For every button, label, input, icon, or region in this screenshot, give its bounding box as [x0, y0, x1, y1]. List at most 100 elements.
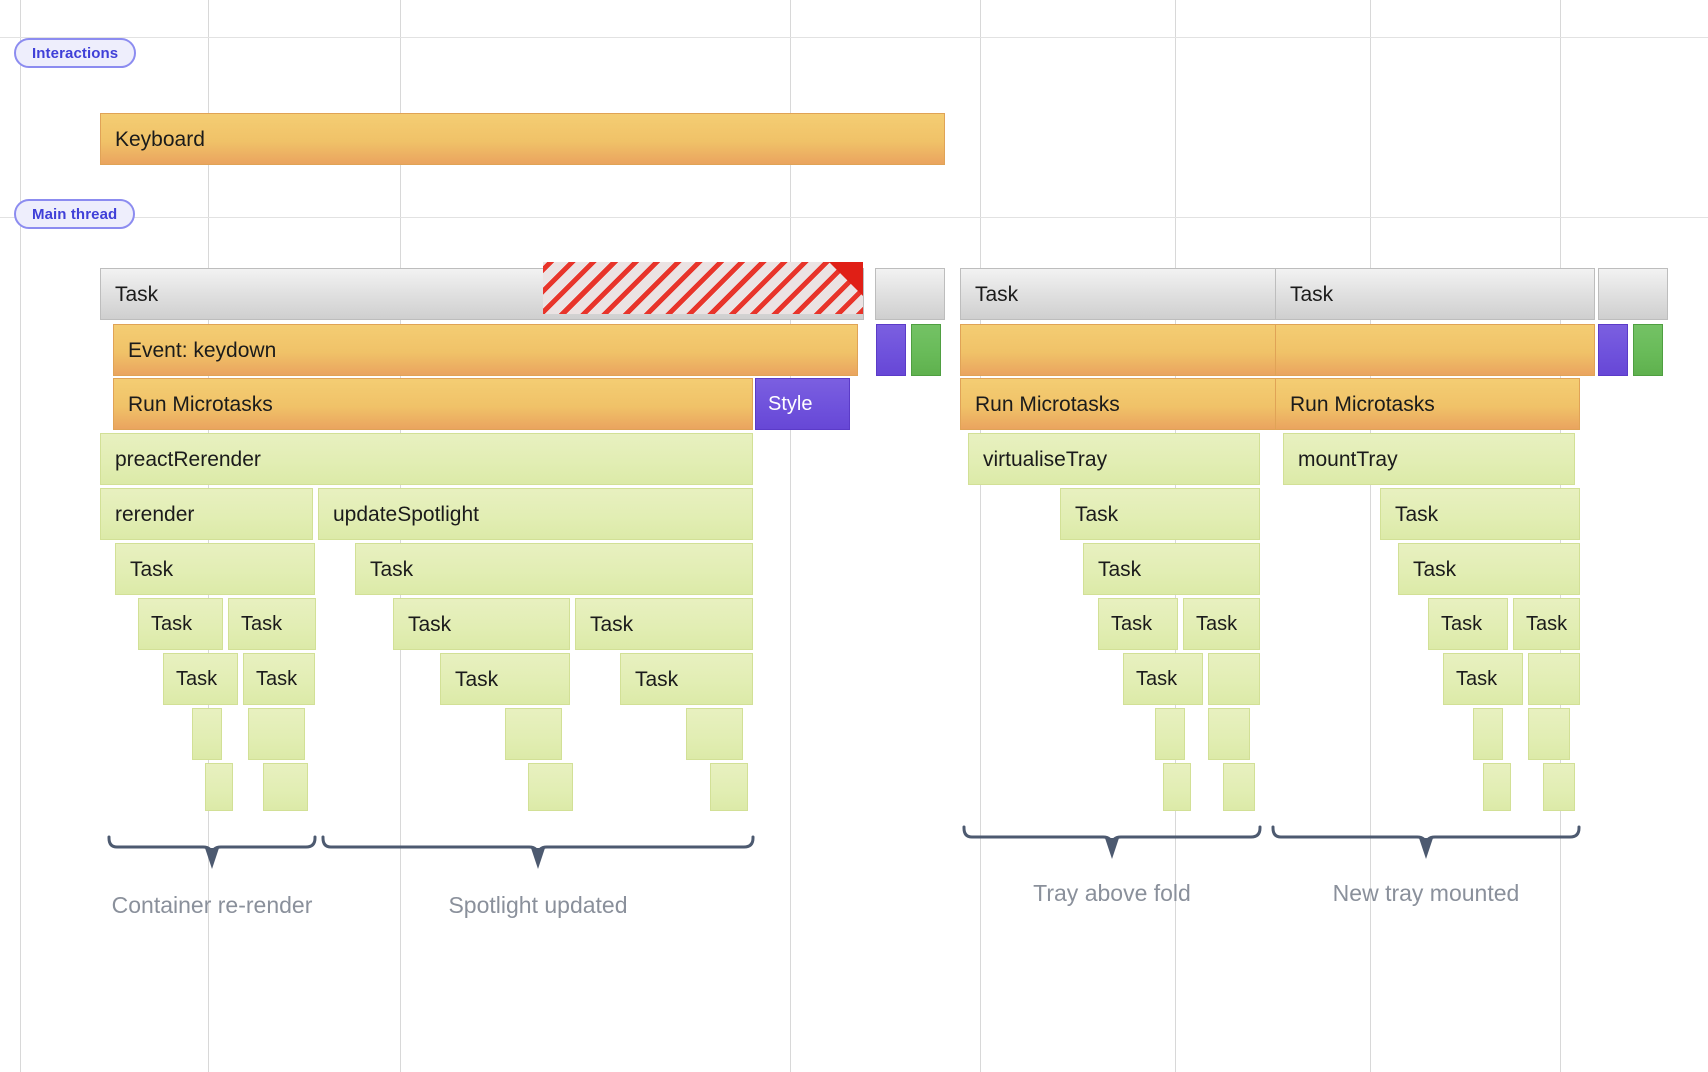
flame-bar-label: Task: [256, 668, 298, 690]
flame-bar-label: preactRerender: [115, 447, 261, 471]
js-frame-bar[interactable]: Task: [163, 653, 238, 705]
event-bar[interactable]: Run Microtasks: [1275, 378, 1580, 430]
gridline-4: [980, 0, 981, 1072]
annotation-caption-new-tray-mounted: New tray mounted: [1332, 880, 1520, 906]
paint-bar[interactable]: [1633, 324, 1663, 376]
js-frame-bar[interactable]: Task: [575, 598, 753, 650]
flame-bar-label: Run Microtasks: [975, 392, 1120, 416]
js-frame-bar[interactable]: Task: [620, 653, 753, 705]
event-bar[interactable]: Run Microtasks: [113, 378, 753, 430]
js-frame-bar[interactable]: preactRerender: [100, 433, 753, 485]
track-label-interactions[interactable]: Interactions: [14, 38, 137, 68]
js-frame-bar[interactable]: Task: [243, 653, 315, 705]
js-frame-bar[interactable]: Task: [138, 598, 223, 650]
js-frame-bar[interactable]: [710, 763, 748, 811]
js-frame-bar[interactable]: [1163, 763, 1191, 811]
annotation-caption-tray-above-fold: Tray above fold: [1033, 880, 1191, 906]
js-frame-bar[interactable]: Task: [1398, 543, 1580, 595]
js-frame-bar[interactable]: Task: [355, 543, 753, 595]
js-frame-bar[interactable]: [248, 708, 305, 760]
flame-bar-label: Task: [370, 557, 414, 581]
flame-bar-label: Run Microtasks: [1290, 392, 1435, 416]
flame-bar-label: Task: [1075, 502, 1119, 526]
flame-bar-label: Task: [130, 557, 174, 581]
js-frame-bar[interactable]: Task: [1060, 488, 1260, 540]
flame-bar-label: Task: [1111, 613, 1153, 635]
long-task-hatch[interactable]: [543, 262, 863, 314]
flame-bar-label: Task: [1413, 557, 1457, 581]
js-frame-bar[interactable]: mountTray: [1283, 433, 1575, 485]
js-frame-bar[interactable]: [263, 763, 308, 811]
js-frame-bar[interactable]: updateSpotlight: [318, 488, 753, 540]
flame-bar-label: Task: [455, 667, 499, 691]
js-frame-bar[interactable]: [1208, 653, 1260, 705]
event-bar[interactable]: Event: keydown: [113, 324, 858, 376]
flame-bar-label: updateSpotlight: [333, 502, 479, 526]
flame-bar-label: Task: [975, 282, 1019, 306]
js-frame-bar[interactable]: Task: [115, 543, 315, 595]
track-divider-0: [0, 37, 1708, 38]
js-frame-bar[interactable]: Task: [440, 653, 570, 705]
task-bar[interactable]: [875, 268, 945, 320]
js-frame-bar[interactable]: [1208, 708, 1250, 760]
js-frame-bar[interactable]: [528, 763, 573, 811]
flame-bar-label: Task: [1098, 557, 1142, 581]
track-label-text: Main thread: [32, 205, 118, 223]
flame-bar-label: Task: [590, 612, 634, 636]
js-frame-bar[interactable]: [686, 708, 743, 760]
js-frame-bar[interactable]: Task: [1428, 598, 1508, 650]
js-frame-bar[interactable]: Task: [228, 598, 316, 650]
track-label-main-thread[interactable]: Main thread: [14, 199, 136, 229]
gridline-3: [790, 0, 791, 1072]
flame-bar-label: Task: [1456, 668, 1498, 690]
flame-bar-label: Style: [768, 393, 813, 415]
task-bar[interactable]: Task: [960, 268, 1280, 320]
flame-bar-label: virtualiseTray: [983, 447, 1108, 471]
flame-bar-label: Task: [408, 612, 452, 636]
js-frame-bar[interactable]: Task: [1083, 543, 1260, 595]
js-frame-bar[interactable]: virtualiseTray: [968, 433, 1260, 485]
flame-bar-label: Task: [151, 613, 193, 635]
annotation-caption-spotlight-updated: Spotlight updated: [448, 892, 628, 918]
js-frame-bar[interactable]: [1483, 763, 1511, 811]
js-frame-bar[interactable]: Task: [1443, 653, 1523, 705]
js-frame-bar[interactable]: [1528, 653, 1580, 705]
flame-bar-label: Task: [1395, 502, 1439, 526]
annotation-brace-new-tray-mounted: [1271, 825, 1581, 859]
js-frame-bar[interactable]: [1543, 763, 1575, 811]
js-frame-bar[interactable]: [192, 708, 222, 760]
style-recalc-bar[interactable]: Style: [755, 378, 850, 430]
flame-bar-label: Task: [635, 667, 679, 691]
annotation-caption-container-re-render: Container re-render: [111, 892, 313, 918]
js-frame-bar[interactable]: [1155, 708, 1185, 760]
gridline-6: [1370, 0, 1371, 1072]
js-frame-bar[interactable]: [1473, 708, 1503, 760]
flame-bar-label: mountTray: [1298, 447, 1398, 471]
event-bar[interactable]: [1275, 324, 1595, 376]
task-bar[interactable]: Task: [1275, 268, 1595, 320]
annotation-brace-spotlight-updated: [321, 835, 755, 869]
paint-bar[interactable]: [911, 324, 941, 376]
js-frame-bar[interactable]: [1223, 763, 1255, 811]
js-frame-bar[interactable]: [1528, 708, 1570, 760]
js-frame-bar[interactable]: Task: [1513, 598, 1580, 650]
style-recalc-bar[interactable]: [1598, 324, 1628, 376]
task-bar[interactable]: [1598, 268, 1668, 320]
js-frame-bar[interactable]: [205, 763, 233, 811]
long-task-warning-triangle-icon: [829, 262, 863, 296]
flame-bar-label: Task: [1136, 668, 1178, 690]
js-frame-bar[interactable]: Task: [1123, 653, 1203, 705]
style-recalc-bar[interactable]: [876, 324, 906, 376]
js-frame-bar[interactable]: Task: [393, 598, 570, 650]
flame-bar-label: Task: [115, 282, 159, 306]
interaction-keyboard-bar[interactable]: Keyboard: [100, 113, 945, 165]
flame-bar-label: Task: [1526, 613, 1568, 635]
event-bar[interactable]: [960, 324, 1280, 376]
js-frame-bar[interactable]: Task: [1183, 598, 1260, 650]
js-frame-bar[interactable]: rerender: [100, 488, 313, 540]
js-frame-bar[interactable]: Task: [1098, 598, 1178, 650]
event-bar[interactable]: Run Microtasks: [960, 378, 1280, 430]
js-frame-bar[interactable]: Task: [1380, 488, 1580, 540]
js-frame-bar[interactable]: [505, 708, 562, 760]
flame-bar-label: Task: [1196, 613, 1238, 635]
